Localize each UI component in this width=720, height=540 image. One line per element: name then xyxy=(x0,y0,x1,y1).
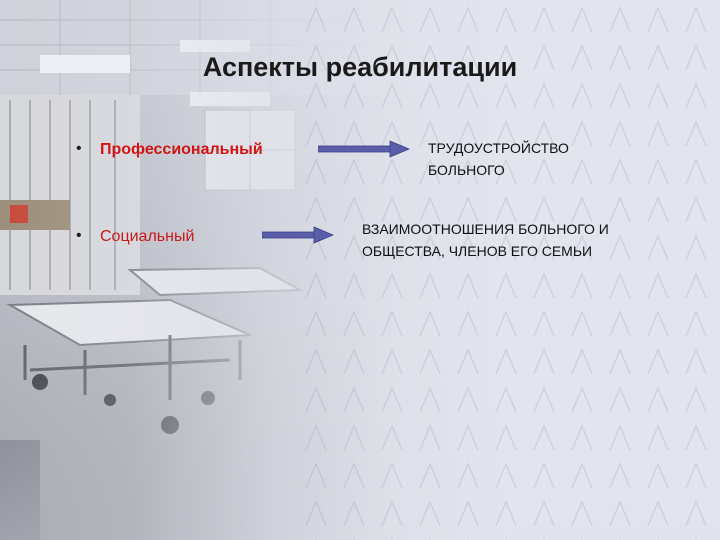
bullet-marker: • xyxy=(76,140,82,157)
social-result-text: ВЗАИМООТНОШЕНИЯ БОЛЬНОГО И ОБЩЕСТВА, ЧЛЕ… xyxy=(362,221,609,259)
slide-title: Аспекты реабилитации xyxy=(202,52,518,82)
arrow-right-icon xyxy=(262,226,334,244)
watermark-pattern xyxy=(300,0,720,540)
aspect-social-label: Социальный xyxy=(100,228,195,245)
bullet-marker: • xyxy=(76,227,82,244)
professional-result-text: ТРУДОУСТРОЙСТВО БОЛЬНОГО xyxy=(428,140,569,178)
aspect-professional-label: Профессиональный xyxy=(100,141,263,158)
arrow-right-icon xyxy=(318,140,410,158)
